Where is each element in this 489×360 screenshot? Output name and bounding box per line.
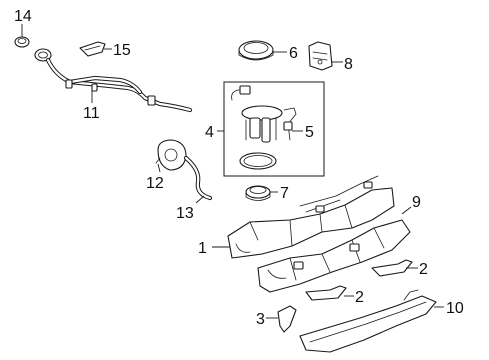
callout-3: 3 [256,311,265,328]
part-15-heat-shield [79,41,106,57]
callout-14: 14 [14,8,32,25]
part-1-tank-assembly [257,219,411,293]
callout-10: 10 [446,300,464,317]
part-2-strap-lower [305,285,347,301]
part-7-seal [245,185,271,201]
callout-4: 4 [205,124,214,141]
part-10-skid-plate [299,289,437,353]
part-4-fuel-pump-module [223,81,325,177]
callout-11: 11 [83,105,100,122]
part-12-filler-housing [155,139,187,171]
callout-2-lower: 2 [355,289,364,306]
part-14-fuel-cap [14,36,30,48]
leader-12 [157,163,161,173]
callout-13: 13 [176,205,194,222]
leader-9 [401,206,412,215]
part-5-fuel-level-sensor [283,107,297,141]
part-3-bracket [277,305,297,333]
callout-9: 9 [412,194,421,211]
callout-5: 5 [305,124,314,141]
callout-6: 6 [289,45,298,62]
callout-7: 7 [280,185,289,202]
part-9-fuel-tank [227,175,395,259]
leader-lines [21,24,444,319]
callout-2-upper: 2 [419,261,428,278]
callout-1: 1 [198,240,207,257]
part-2-strap-upper [371,259,413,277]
part-8-bracket [308,41,333,71]
callout-8: 8 [344,56,353,73]
callout-12: 12 [146,175,164,192]
part-11-filler-pipe [34,48,193,113]
part-13-vent-hose [183,155,213,201]
callout-15: 15 [113,42,131,59]
part-6-lock-ring [238,40,274,61]
leader-13 [195,195,205,204]
callout-labels: 14 15 11 6 8 4 5 12 13 7 9 1 2 2 3 10 [14,8,464,328]
